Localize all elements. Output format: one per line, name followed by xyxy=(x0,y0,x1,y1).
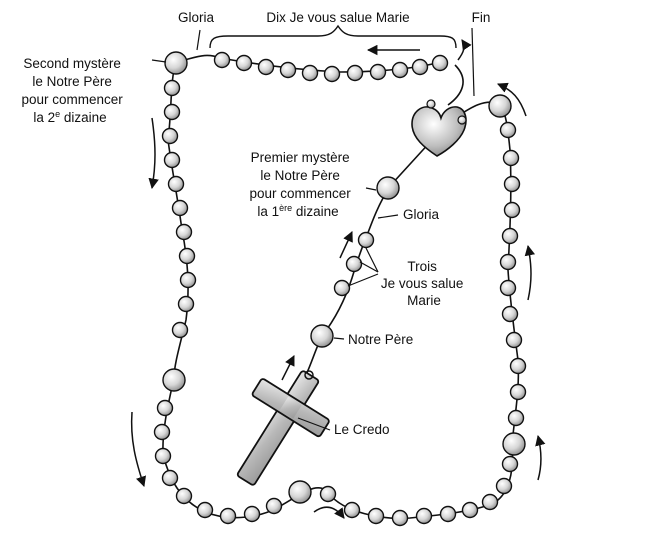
small-bead xyxy=(323,65,341,83)
small-bead xyxy=(503,175,521,193)
label-le-credo: Le Credo xyxy=(334,422,390,437)
small-bead xyxy=(345,255,363,273)
small-bead xyxy=(213,51,231,69)
small-bead xyxy=(369,63,387,81)
small-bead xyxy=(495,477,513,495)
small-bead xyxy=(219,507,237,525)
small-bead xyxy=(163,79,181,97)
small-bead xyxy=(196,501,214,519)
small-bead xyxy=(343,501,361,519)
small-bead xyxy=(265,497,283,515)
small-bead xyxy=(391,509,409,527)
small-bead xyxy=(391,61,409,79)
small-bead xyxy=(243,505,261,523)
small-bead xyxy=(346,64,364,82)
arrow-left-lower xyxy=(130,411,146,487)
rosary-beads xyxy=(153,51,527,527)
small-bead xyxy=(279,61,297,79)
large-bead xyxy=(502,432,526,456)
small-bead xyxy=(439,505,457,523)
small-bead xyxy=(179,271,197,289)
small-bead xyxy=(175,487,193,505)
arrow-top-right xyxy=(457,39,472,61)
label-second-mystere: Second mystère le Notre Père pour commen… xyxy=(21,56,126,125)
small-bead xyxy=(163,103,181,121)
small-bead xyxy=(163,151,181,169)
small-bead xyxy=(499,279,517,297)
crucifix-ring xyxy=(304,370,314,380)
small-bead xyxy=(505,331,523,349)
small-bead xyxy=(461,501,479,519)
arrow-pendant-upper xyxy=(339,231,353,259)
small-bead xyxy=(502,149,520,167)
small-bead xyxy=(509,357,527,375)
small-bead xyxy=(501,455,519,473)
decade-brace xyxy=(209,24,457,49)
small-bead xyxy=(235,54,253,72)
small-bead xyxy=(367,507,385,525)
label-gloria-top: Gloria xyxy=(178,10,215,25)
small-bead xyxy=(167,175,185,193)
small-bead xyxy=(333,279,351,297)
small-bead xyxy=(178,247,196,265)
small-bead xyxy=(177,295,195,313)
small-bead xyxy=(509,383,527,401)
direction-arrows xyxy=(130,39,546,519)
heart-medallion xyxy=(411,99,467,157)
arrow-bottom xyxy=(313,506,345,519)
small-bead xyxy=(171,199,189,217)
small-bead xyxy=(481,493,499,511)
arrow-right-top xyxy=(497,82,527,117)
small-bead xyxy=(257,58,275,76)
arrow-pendant-lower xyxy=(281,355,295,381)
small-bead xyxy=(301,64,319,82)
large-bead xyxy=(288,480,312,504)
label-gloria-mid: Gloria xyxy=(403,207,440,222)
small-bead xyxy=(415,507,433,525)
small-bead xyxy=(161,469,179,487)
small-bead xyxy=(319,485,337,503)
small-bead xyxy=(154,447,172,465)
large-bead xyxy=(164,51,188,75)
small-bead xyxy=(357,231,375,249)
small-bead xyxy=(175,223,193,241)
label-trois-je-vous-salue-marie: Trois Je vous salue Marie xyxy=(381,259,467,308)
small-bead xyxy=(499,121,517,139)
small-bead xyxy=(431,54,449,72)
small-bead xyxy=(503,201,521,219)
large-bead xyxy=(488,94,512,118)
label-dix-je-vous-salue-marie: Dix Je vous salue Marie xyxy=(266,10,409,25)
label-fin: Fin xyxy=(472,10,491,25)
large-bead xyxy=(376,176,400,200)
small-bead xyxy=(171,321,189,339)
large-bead xyxy=(162,368,186,392)
arrow-right-lower xyxy=(535,434,546,481)
small-bead xyxy=(153,423,171,441)
arrow-right-mid xyxy=(524,244,536,301)
arrow-left-upper xyxy=(148,117,159,190)
large-bead xyxy=(310,324,334,348)
small-bead xyxy=(156,399,174,417)
small-bead xyxy=(507,409,525,427)
small-bead xyxy=(411,58,429,76)
leader-lines xyxy=(151,27,475,431)
label-notre-pere: Notre Père xyxy=(348,332,413,347)
small-bead xyxy=(161,127,179,145)
small-bead xyxy=(499,253,517,271)
small-bead xyxy=(501,305,519,323)
small-bead xyxy=(501,227,519,245)
label-premier-mystere: Premier mystère le Notre Père pour comme… xyxy=(249,150,354,219)
